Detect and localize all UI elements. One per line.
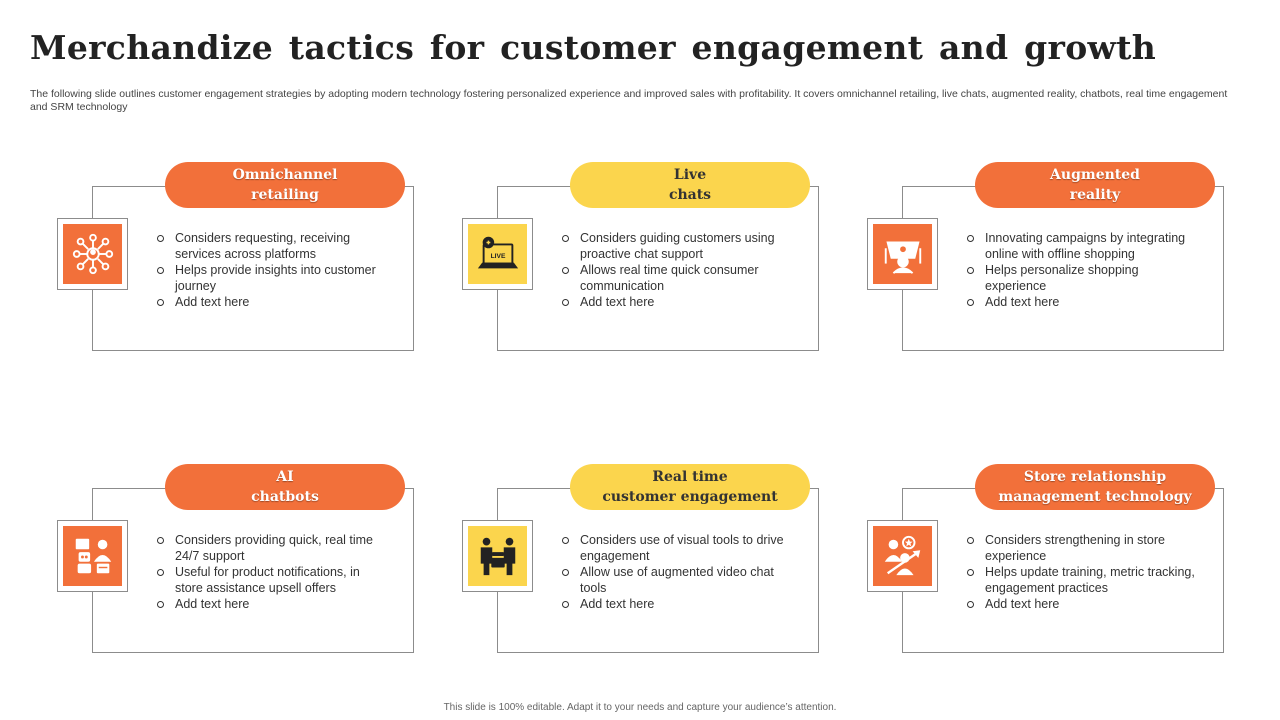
card-bullets: Innovating campaigns by integrating onli…	[965, 230, 1195, 310]
icon-box	[462, 520, 533, 592]
ar-headset-icon	[884, 241, 921, 274]
icon-box	[867, 218, 938, 290]
bullet-item: Helps provide insights into customer jou…	[155, 262, 385, 294]
bullet-item: Add text here	[560, 294, 790, 310]
bullet-item: Innovating campaigns by integrating onli…	[965, 230, 1195, 262]
slide-subtitle: The following slide outlines customer en…	[30, 88, 1228, 113]
card-frame	[92, 186, 414, 351]
bullet-item: Add text here	[155, 596, 385, 612]
icon-box	[57, 218, 128, 290]
card-bullets: Considers requesting, receiving services…	[155, 230, 385, 310]
card-bullets: Considers providing quick, real time 24/…	[155, 532, 385, 612]
handshake-deal-icon	[480, 537, 515, 576]
customer-growth-icon	[884, 535, 920, 576]
bullet-item: Add text here	[965, 294, 1195, 310]
bullet-item: Allows real time quick consumer communic…	[560, 262, 790, 294]
card-bullets: Considers guiding customers using proact…	[560, 230, 790, 310]
card-frame	[497, 488, 819, 653]
bullet-item: Considers strengthening in store experie…	[965, 532, 1195, 564]
live-laptop-icon: LIVE	[477, 236, 518, 269]
bullet-item: Useful for product notifications, in sto…	[155, 564, 385, 596]
bullet-item: Considers use of visual tools to drive e…	[560, 532, 790, 564]
icon-box	[57, 520, 128, 592]
bullet-item: Considers requesting, receiving services…	[155, 230, 385, 262]
bullet-item: Considers providing quick, real time 24/…	[155, 532, 385, 564]
card-bullets: Considers use of visual tools to drive e…	[560, 532, 790, 612]
bullet-item: Add text here	[965, 596, 1195, 612]
icon-box	[867, 520, 938, 592]
bullet-item: Add text here	[560, 596, 790, 612]
svg-text:LIVE: LIVE	[490, 253, 505, 260]
network-people-icon	[72, 233, 113, 275]
card-frame	[902, 488, 1224, 653]
bullet-item: Helps personalize shopping experience	[965, 262, 1195, 294]
slide-title: Merchandize tactics for customer engagem…	[30, 28, 1157, 67]
chatbot-icon	[75, 538, 111, 574]
card-frame	[92, 488, 414, 653]
slide-footer: This slide is 100% editable. Adapt it to…	[443, 702, 837, 713]
bullet-item: Add text here	[155, 294, 385, 310]
bullet-item: Considers guiding customers using proact…	[560, 230, 790, 262]
card-bullets: Considers strengthening in store experie…	[965, 532, 1195, 612]
bullet-item: Allow use of augmented video chat tools	[560, 564, 790, 596]
icon-box: LIVE	[462, 218, 533, 290]
bullet-item: Helps update training, metric tracking, …	[965, 564, 1195, 596]
card-frame	[902, 186, 1224, 351]
